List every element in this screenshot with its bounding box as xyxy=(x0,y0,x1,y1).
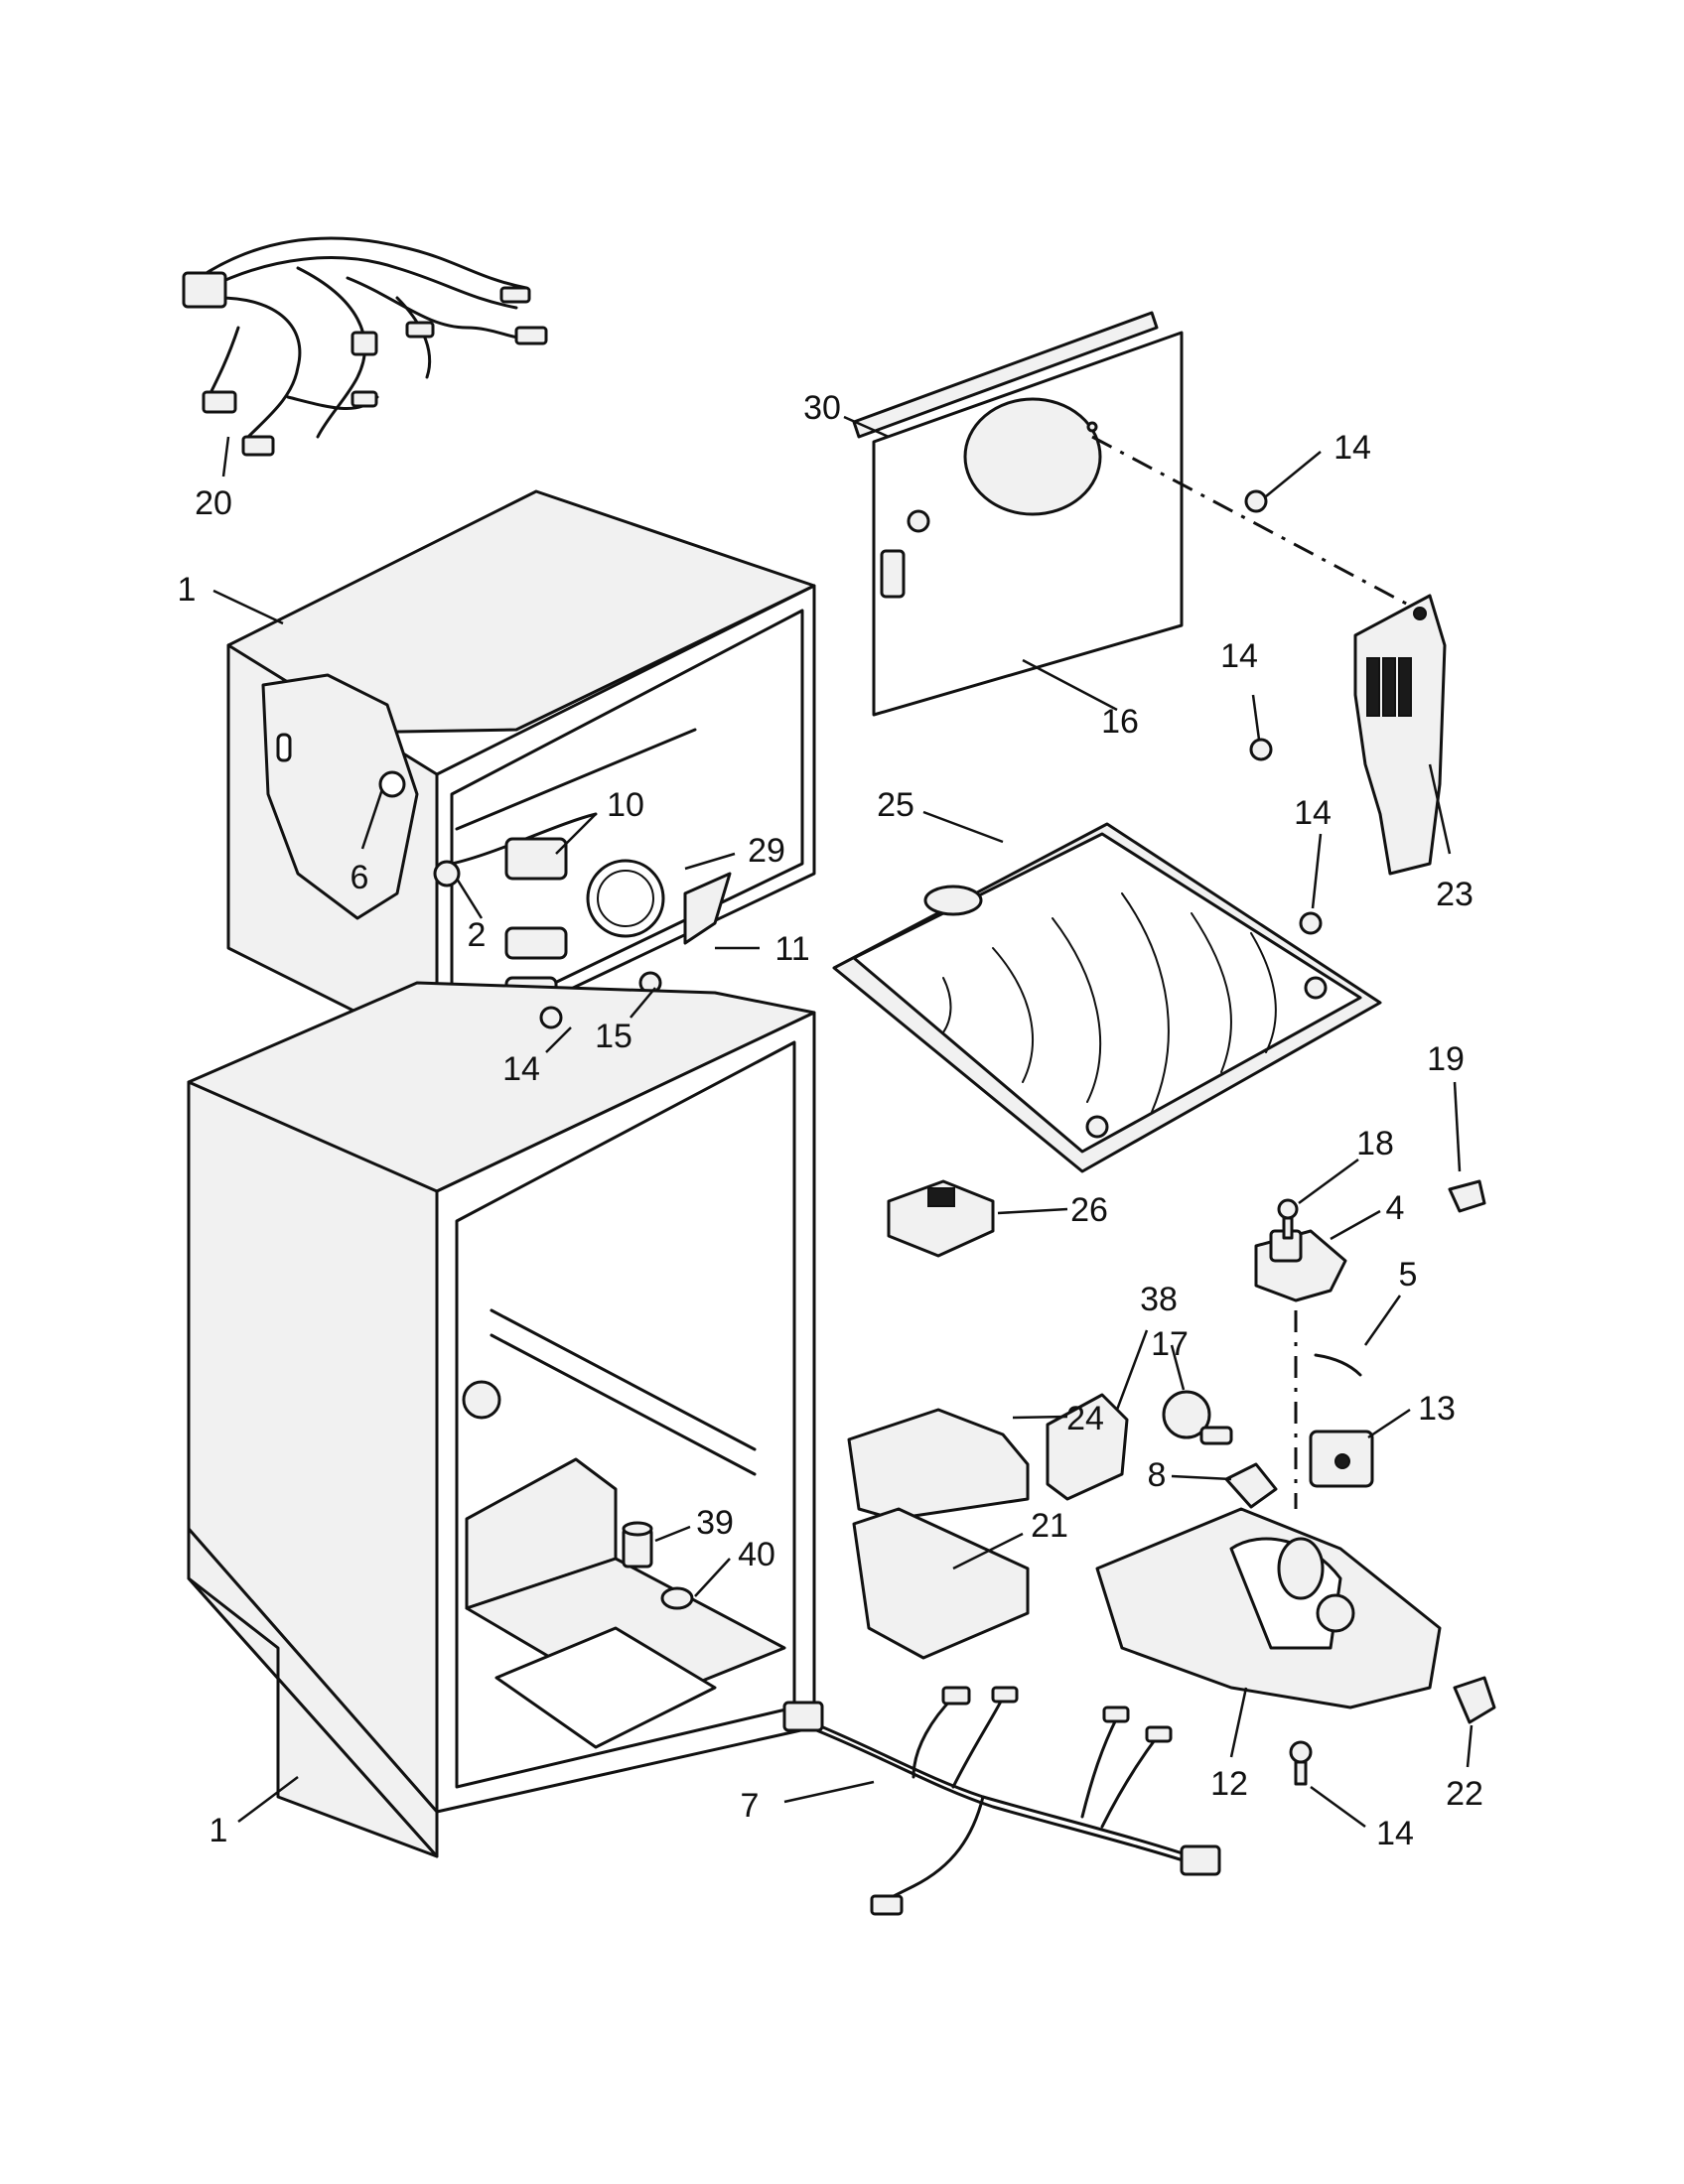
callout-7: 7 xyxy=(741,1787,760,1825)
callout-38: 38 xyxy=(1140,1281,1178,1318)
freezer-liner xyxy=(226,489,816,1054)
callout-19: 19 xyxy=(1427,1040,1465,1078)
callout-13: 13 xyxy=(1418,1390,1456,1428)
callout-30: 30 xyxy=(803,389,841,427)
callout-12: 12 xyxy=(1210,1765,1248,1803)
leader-lines xyxy=(212,415,1474,1829)
control-box xyxy=(887,1179,995,1258)
callout-8: 8 xyxy=(1148,1456,1167,1494)
fresh-food-liner xyxy=(187,981,816,1858)
callout-1-freezer-liner: 1 xyxy=(178,571,197,609)
callout-14-duct-top: 14 xyxy=(1333,429,1371,467)
wiring-harness-bottom xyxy=(782,1686,1221,1916)
callout-14-dispenser: 14 xyxy=(1376,1815,1414,1852)
callout-20: 20 xyxy=(195,484,232,522)
callout-14-freezer: 14 xyxy=(502,1050,540,1088)
callout-5: 5 xyxy=(1399,1256,1418,1294)
callout-23: 23 xyxy=(1436,876,1474,913)
callout-4: 4 xyxy=(1386,1189,1405,1227)
callout-22: 22 xyxy=(1446,1775,1483,1813)
freezer-shelf xyxy=(832,822,1382,1173)
callout-14-shelf: 14 xyxy=(1294,794,1332,832)
callout-29: 29 xyxy=(748,832,785,870)
callout-11: 11 xyxy=(774,930,809,968)
callout-24: 24 xyxy=(1066,1400,1104,1437)
callout-15: 15 xyxy=(595,1018,632,1055)
callout-18: 18 xyxy=(1356,1125,1394,1162)
callout-26: 26 xyxy=(1070,1191,1108,1229)
wiring-harness-top xyxy=(182,236,548,457)
callout-16: 16 xyxy=(1101,703,1139,741)
small-parts-left xyxy=(622,1521,694,1610)
alignment-dashline xyxy=(1091,435,1411,608)
callout-10: 10 xyxy=(607,786,644,824)
callout-labels: 20 1 6 10 29 2 11 15 14 30 14 16 14 14 2… xyxy=(178,389,1483,1852)
callout-21: 21 xyxy=(1031,1507,1068,1545)
dispenser-assembly xyxy=(847,1390,1496,1724)
callout-40: 40 xyxy=(738,1536,775,1573)
callout-6: 6 xyxy=(351,859,369,896)
callout-17-visible: 17 xyxy=(1151,1325,1189,1363)
air-damper-housing xyxy=(1353,594,1447,876)
callout-25: 25 xyxy=(877,786,914,824)
callout-39: 39 xyxy=(696,1504,734,1542)
screws-14 xyxy=(539,489,1323,1786)
small-hardware-right xyxy=(1254,1179,1486,1377)
callout-1-fresh-food-liner: 1 xyxy=(210,1812,228,1849)
duct-cover-plate xyxy=(852,311,1184,717)
callout-2: 2 xyxy=(468,916,487,954)
callout-14-damper: 14 xyxy=(1220,637,1258,675)
